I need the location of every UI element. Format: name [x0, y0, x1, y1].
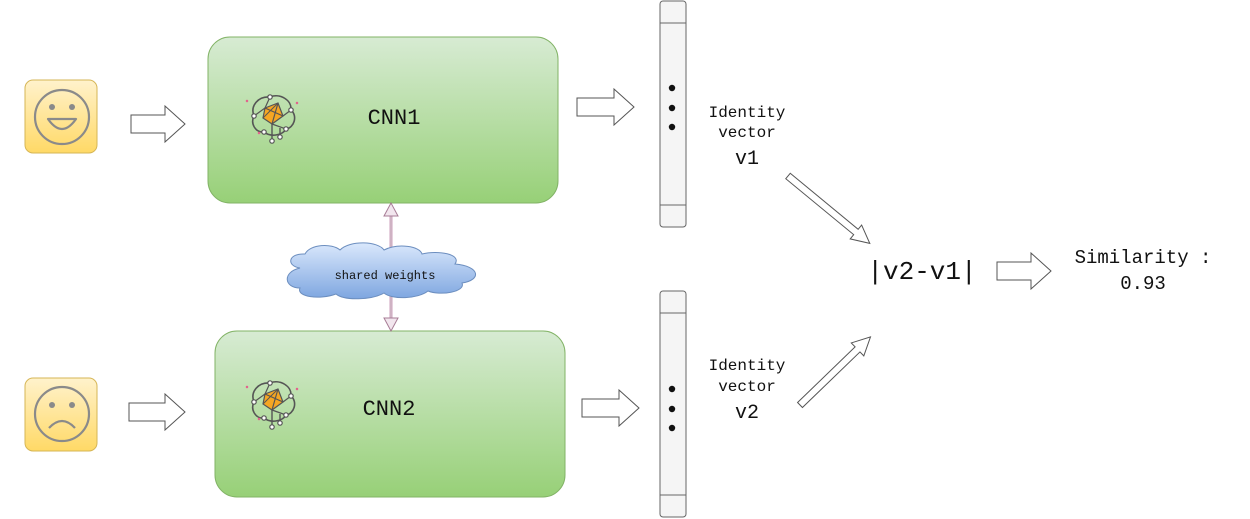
shared-weights-label: shared weights — [335, 269, 436, 283]
v2-label: v2 — [735, 402, 759, 425]
vector-text: vector — [718, 124, 776, 142]
happy-face-icon — [33, 88, 91, 146]
similarity-value: 0.93 — [1120, 273, 1166, 295]
happy-face-input — [24, 79, 98, 154]
vector-text: vector — [718, 378, 776, 396]
similarity-title: Similarity : — [1075, 247, 1212, 269]
identity-vector-label-bottom: Identity vector v2 — [709, 357, 786, 425]
cnn2-block: CNN2 — [214, 330, 566, 498]
identity-text: Identity — [709, 357, 786, 375]
identity-vector-bar-top — [659, 0, 687, 228]
identity-vector-label-top: Identity vector v1 — [709, 104, 786, 171]
difference-label: |v2-v1| — [867, 257, 976, 287]
input-arrow-top — [130, 104, 186, 144]
identity-vector-bar-bottom — [659, 290, 687, 518]
sad-face-icon — [33, 385, 91, 443]
cnn2-label: CNN2 — [363, 397, 416, 422]
sad-face-input — [24, 377, 98, 452]
cnn1-block: CNN1 — [207, 36, 559, 204]
cnn1-output-arrow — [576, 87, 635, 127]
v2-to-diff-arrow — [796, 336, 872, 409]
cnn1-label: CNN1 — [368, 106, 421, 131]
cnn2-output-arrow — [581, 388, 640, 428]
input-arrow-bottom — [128, 392, 186, 432]
similarity-arrow — [996, 251, 1052, 291]
identity-text: Identity — [709, 104, 786, 122]
shared-weights-cloud: shared weights — [286, 242, 476, 300]
v1-label: v1 — [735, 148, 759, 171]
v1-to-diff-arrow — [785, 172, 871, 245]
